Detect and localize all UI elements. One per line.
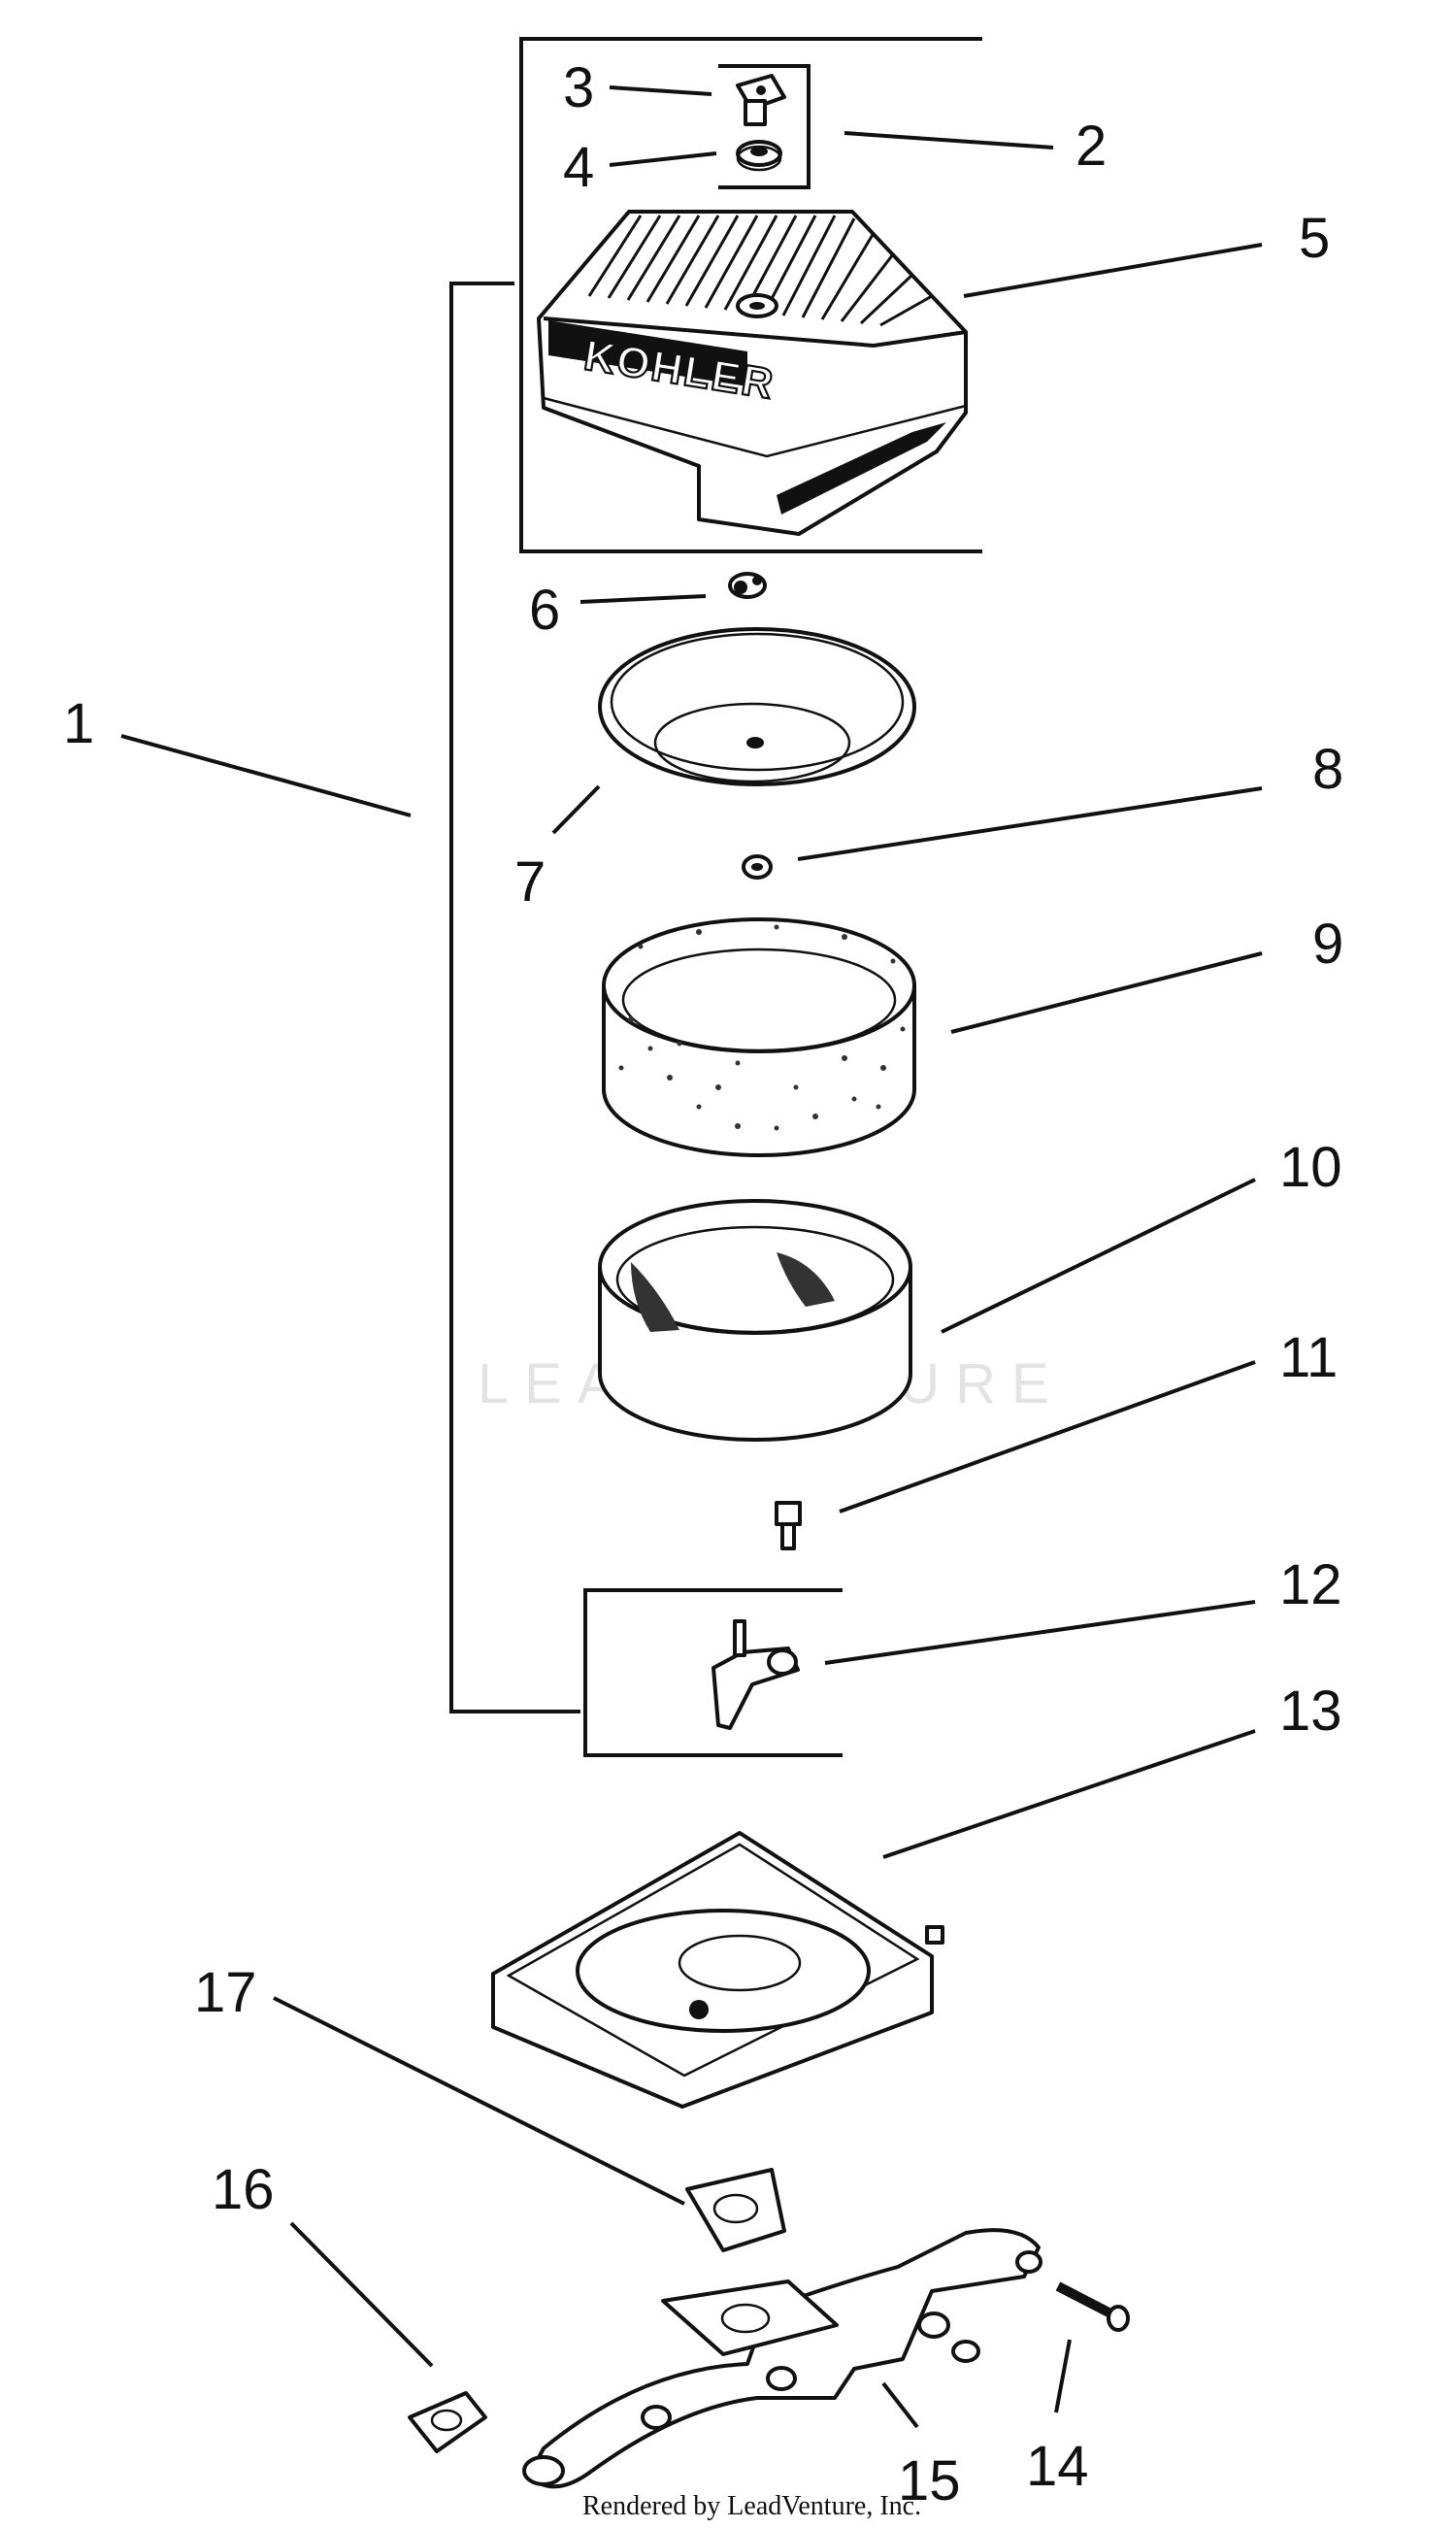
callout-13: 13 (1279, 1680, 1342, 1743)
callout-4: 4 (563, 136, 594, 199)
callout-3: 3 (563, 56, 594, 119)
callout-9: 9 (1312, 913, 1343, 976)
callout-17: 17 (194, 1961, 257, 2024)
part-16-gasket (408, 2391, 487, 2453)
part-8-nut (742, 854, 773, 880)
leader-lines (120, 85, 1263, 2429)
part-15-manifold (522, 2228, 1042, 2489)
part-14-bolt (1055, 2281, 1130, 2332)
part-6-nut (728, 572, 767, 599)
callout-11: 11 (1279, 1326, 1338, 1389)
callout-14: 14 (1026, 2435, 1089, 2498)
bracket-item-12 (583, 1588, 843, 1757)
part-13-base (491, 1831, 944, 2109)
part-17-gasket (685, 2168, 786, 2252)
callout-1: 1 (63, 692, 94, 755)
callout-2: 2 (1075, 115, 1107, 178)
part-12-bracket (711, 1619, 800, 1730)
part-9-precleaner (602, 917, 916, 1157)
callout-12: 12 (1279, 1553, 1342, 1616)
part-3-cap (736, 74, 786, 126)
precleaner-texture (618, 924, 906, 1131)
callout-7: 7 (514, 850, 546, 914)
callout-15: 15 (898, 2449, 961, 2512)
cover-ribs (587, 215, 933, 327)
part-11-bolt (775, 1501, 802, 1550)
footer-credit: Rendered by LeadVenture, Inc. (582, 2491, 921, 2521)
bracket-item-1 (449, 282, 580, 1713)
bracket-item-2 (519, 37, 982, 553)
part-7-element-cover (598, 627, 916, 786)
callout-10: 10 (1279, 1136, 1342, 1199)
part-4-washer (736, 140, 782, 172)
callout-8: 8 (1312, 738, 1343, 801)
part-10-element (598, 1199, 912, 1442)
bracket-items-3-4 (718, 64, 811, 189)
callout-5: 5 (1299, 207, 1330, 270)
callout-16: 16 (212, 2158, 275, 2221)
callout-6: 6 (529, 579, 560, 642)
callout-numbers: 1 2 3 4 5 6 7 8 9 10 11 12 13 14 15 16 1… (63, 56, 1343, 2512)
part-5-cover: KOHLER (537, 210, 968, 536)
